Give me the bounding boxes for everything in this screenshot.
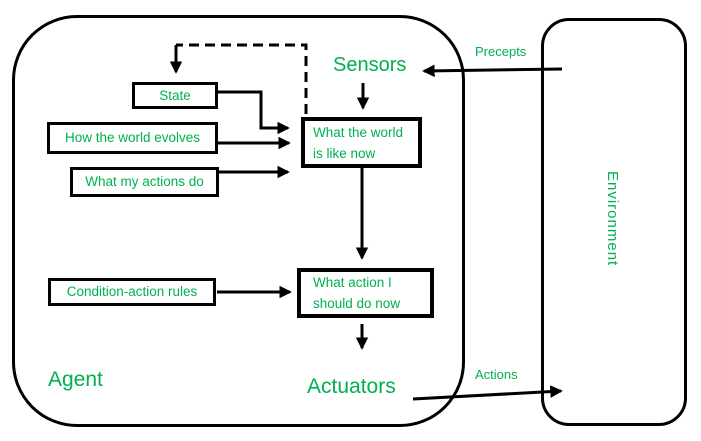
box-action-now-line1: What action I	[313, 275, 392, 290]
box-what-world-is-like-now: What the world is like now	[301, 117, 422, 168]
agent-container	[12, 15, 465, 427]
arrow-precepts	[422, 64, 563, 78]
box-condition-action-rules: Condition-action rules	[48, 278, 216, 306]
arrow-actions	[412, 385, 563, 401]
sensors-label: Sensors	[333, 54, 407, 76]
environment-label: Environment	[604, 171, 621, 267]
arrow-feedback-dashed	[176, 43, 308, 114]
agent-label: Agent	[48, 368, 103, 391]
box-condition-action-rules-label: Condition-action rules	[66, 284, 198, 300]
box-world-now-line1: What the world	[313, 124, 404, 140]
box-what-my-actions-do: What my actions do	[70, 167, 219, 197]
environment-container	[541, 18, 687, 426]
arrow-state-to-world-now	[218, 90, 290, 135]
box-how-world-evolves-label: How the world evolves	[64, 130, 201, 146]
box-world-now-line2: is like now	[313, 145, 376, 161]
box-what-action-should-do: What action I should do now	[297, 268, 434, 318]
box-what-my-actions-do-label: What my actions do	[85, 174, 204, 190]
box-state: State	[132, 82, 218, 109]
actuators-label: Actuators	[307, 375, 396, 398]
box-state-label: State	[159, 87, 191, 103]
actions-label: Actions	[475, 367, 518, 382]
box-how-world-evolves: How the world evolves	[47, 122, 218, 154]
precepts-label: Precepts	[475, 44, 527, 59]
box-action-now-line2: should do now	[313, 296, 401, 311]
